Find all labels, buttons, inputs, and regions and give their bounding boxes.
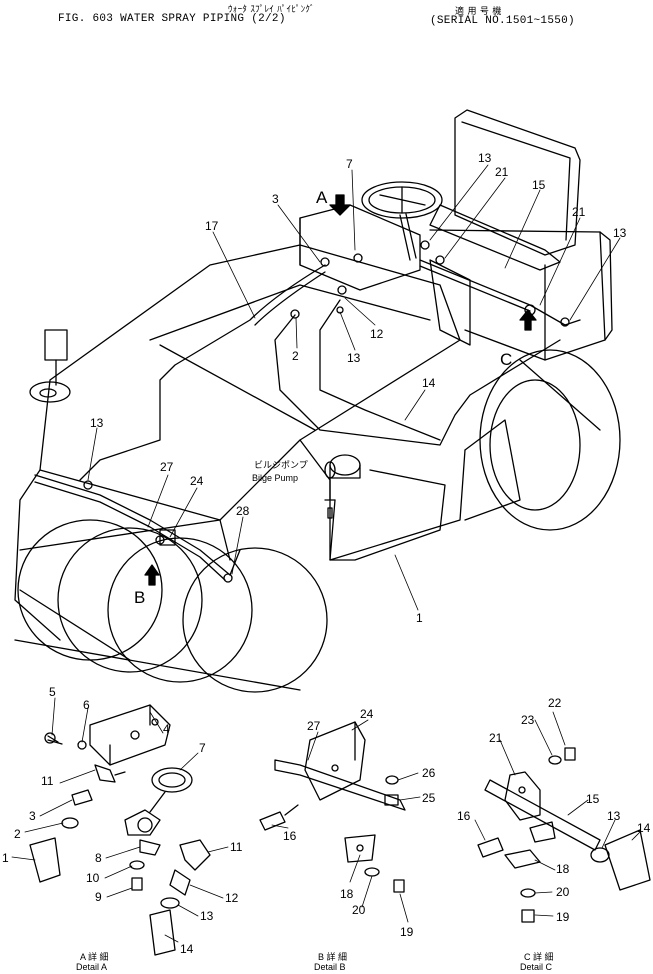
detail-b-caption: Detail B [314, 962, 346, 972]
callout: 2 [14, 827, 21, 841]
callout: 1 [2, 851, 9, 865]
callout: 5 [49, 685, 56, 699]
callout: 17 [205, 219, 219, 233]
detail-c-illustration [477, 747, 651, 923]
view-label-c: C [500, 350, 512, 369]
callout: 14 [422, 376, 436, 390]
callout: 18 [556, 862, 570, 876]
detail-a-illustration [29, 704, 211, 956]
detail-b-caption-jp: B 詳 細 [318, 951, 347, 962]
callout: 1 [416, 611, 423, 625]
detail-a-caption-jp: A 詳 細 [80, 951, 109, 962]
callout: 15 [532, 178, 546, 192]
bilge-pump-label: Bilge Pump [252, 473, 298, 483]
callout: 20 [556, 885, 570, 899]
machine-illustration [14, 109, 621, 693]
callout: 12 [225, 891, 239, 905]
detail-a-caption: Detail A [76, 962, 107, 972]
callout: 11 [230, 840, 243, 854]
callout: 6 [83, 698, 90, 712]
callout: 4 [163, 722, 170, 736]
callout: 22 [548, 696, 562, 710]
callout: 21 [572, 205, 586, 219]
callout: 13 [607, 809, 621, 823]
callout: 15 [586, 792, 600, 806]
callout: 19 [400, 925, 414, 939]
japanese-applicable-label: 適 用 号 機 [455, 7, 502, 17]
callout: 9 [95, 890, 102, 904]
callout: 14 [180, 942, 194, 956]
serial-range: (SERIAL NO.1501~1550) [430, 15, 575, 27]
callout: 18 [340, 887, 354, 901]
callout: 19 [556, 910, 570, 924]
callout: 26 [422, 766, 436, 780]
callout: 21 [495, 165, 509, 179]
callout: 8 [95, 851, 102, 865]
callout: 16 [457, 809, 471, 823]
view-label-a: A [316, 188, 328, 207]
callout: 3 [29, 809, 36, 823]
callout: 13 [478, 151, 492, 165]
view-label-b: B [134, 588, 145, 607]
callout: 13 [90, 416, 104, 430]
japanese-title: ｳｫｰﾀ ｽﾌﾟﾚｲ ﾊﾟｲﾋﾟﾝｸﾞ [228, 5, 315, 15]
callout: 23 [521, 713, 535, 727]
callout: 14 [637, 821, 651, 835]
callout: 13 [347, 351, 361, 365]
callout: 27 [307, 719, 321, 733]
callout: 24 [360, 707, 374, 721]
callout: 7 [199, 741, 206, 755]
callout: 7 [346, 157, 353, 171]
callout: 28 [236, 504, 250, 518]
callout: 3 [272, 192, 279, 206]
callout: 12 [370, 327, 384, 341]
detail-c-caption-jp: C 詳 細 [524, 951, 554, 962]
detail-c-caption: Detail C [520, 962, 553, 972]
callout: 10 [86, 871, 100, 885]
callout: 25 [422, 791, 436, 805]
callout: 24 [190, 474, 204, 488]
callout: 2 [292, 349, 299, 363]
figure-title: FIG. 603 WATER SPRAY PIPING (2/2) [58, 13, 286, 25]
callout: 16 [283, 829, 297, 843]
callout: 21 [489, 731, 503, 745]
callout: 11 [41, 774, 54, 788]
callout: 13 [613, 226, 627, 240]
bilge-pump-jp-label: ビルジポンプ [254, 460, 308, 470]
callout: 27 [160, 460, 174, 474]
callout: 13 [200, 909, 214, 923]
callout: 20 [352, 903, 366, 917]
detail-b-illustration [259, 721, 406, 893]
